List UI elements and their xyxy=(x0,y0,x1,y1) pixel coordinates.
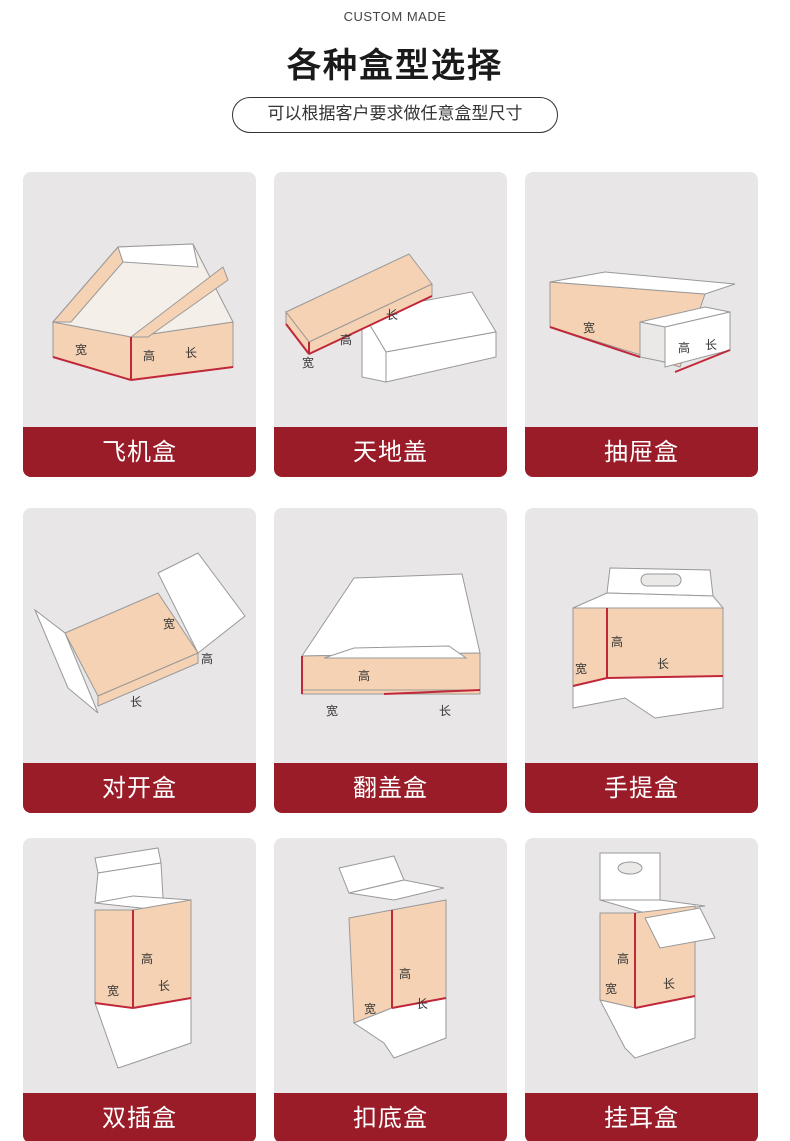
dim-height-label: 高 xyxy=(143,348,155,363)
tagline-pill: 可以根据客户要求做任意盒型尺寸 xyxy=(232,97,558,133)
dim-height-label: 高 xyxy=(678,340,690,355)
box-card-label-bar: 扣底盒 xyxy=(274,1093,507,1141)
box-card-drawer[interactable]: 宽 高 长 抽屉盒 xyxy=(525,172,758,477)
box-card-snap-bottom[interactable]: 高 宽 长 扣底盒 xyxy=(274,838,507,1141)
dim-width-label: 宽 xyxy=(605,981,617,996)
dim-width-label: 宽 xyxy=(302,355,314,370)
dim-width-label: 宽 xyxy=(364,1001,376,1016)
box-card-tuck-end[interactable]: 高 宽 长 双插盒 xyxy=(23,838,256,1141)
airplane-box-illustration: 宽 高 长 xyxy=(51,243,234,381)
dim-height-label: 高 xyxy=(617,951,629,966)
box-card-label: 飞机盒 xyxy=(102,438,177,466)
dim-height-label: 高 xyxy=(399,966,411,981)
box-card-label: 抽屉盒 xyxy=(604,438,679,466)
dim-length-label: 长 xyxy=(185,346,197,360)
dim-width-label: 宽 xyxy=(163,616,175,631)
box-card-handle[interactable]: 高 宽 长 手提盒 xyxy=(525,508,758,813)
box-card-lid-base[interactable]: 宽 高 长 天地盖 xyxy=(274,172,507,477)
dim-length-label: 长 xyxy=(657,657,669,671)
box-card-label: 双插盒 xyxy=(102,1104,177,1132)
box-card-flip-lid[interactable]: 宽 高 长 翻盖盒 xyxy=(274,508,507,813)
dim-width-label: 宽 xyxy=(75,342,87,357)
dim-length-label: 长 xyxy=(416,997,428,1011)
tuck-end-box-illustration: 高 宽 长 xyxy=(94,847,192,1069)
dim-length-label: 长 xyxy=(439,704,451,718)
box-card-label-bar: 飞机盒 xyxy=(23,427,256,477)
box-card-label-bar: 对开盒 xyxy=(23,763,256,813)
box-card-double-open[interactable]: 宽 高 长 对开盒 xyxy=(23,508,256,813)
box-card-label: 手提盒 xyxy=(604,774,679,802)
drawer-box-illustration: 宽 高 长 xyxy=(549,271,736,373)
box-card-label: 对开盒 xyxy=(102,774,177,802)
hanger-box-illustration: 高 宽 长 xyxy=(599,852,716,1059)
dim-height-label: 高 xyxy=(340,332,352,347)
dim-height-label: 高 xyxy=(611,634,623,649)
flip-lid-box-illustration: 宽 高 长 xyxy=(301,573,481,718)
dim-height-label: 高 xyxy=(141,951,153,966)
box-card-label: 扣底盒 xyxy=(353,1104,428,1132)
dim-width-label: 宽 xyxy=(326,703,338,718)
dim-length-label: 长 xyxy=(386,308,398,322)
lid-base-box-illustration: 宽 高 长 xyxy=(285,253,497,383)
box-card-label: 挂耳盒 xyxy=(604,1104,679,1132)
handle-box-illustration: 高 宽 长 xyxy=(572,567,725,719)
double-open-box-illustration: 宽 高 长 xyxy=(33,552,246,714)
dim-height-label: 高 xyxy=(358,668,370,683)
snap-bottom-box-illustration: 高 宽 长 xyxy=(338,855,447,1059)
dim-length-label: 长 xyxy=(158,979,170,993)
dim-width-label: 宽 xyxy=(575,661,587,676)
dim-width-label: 宽 xyxy=(107,983,119,998)
box-card-label-bar: 抽屉盒 xyxy=(525,427,758,477)
box-card-airplane[interactable]: 宽 高 长 飞机盒 xyxy=(23,172,256,477)
box-card-label-bar: 翻盖盒 xyxy=(274,763,507,813)
box-card-label: 天地盖 xyxy=(353,438,428,466)
page-title: 各种盒型选择 xyxy=(287,46,503,86)
dim-length-label: 长 xyxy=(130,695,142,709)
box-card-label-bar: 双插盒 xyxy=(23,1093,256,1141)
dim-width-label: 宽 xyxy=(583,320,595,335)
box-card-label-bar: 挂耳盒 xyxy=(525,1093,758,1141)
english-subtitle: CUSTOM MADE xyxy=(343,9,447,24)
box-card-label: 翻盖盒 xyxy=(353,774,428,802)
box-card-label-bar: 手提盒 xyxy=(525,763,758,813)
box-card-label-bar: 天地盖 xyxy=(274,427,507,477)
dim-height-label: 高 xyxy=(201,651,213,666)
dim-length-label: 长 xyxy=(663,977,675,991)
box-type-grid: 宽 高 长 飞机盒 宽 高 长 天地盖 xyxy=(23,172,758,1141)
box-card-hanger[interactable]: 高 宽 长 挂耳盒 xyxy=(525,838,758,1141)
dim-length-label: 长 xyxy=(705,338,717,352)
